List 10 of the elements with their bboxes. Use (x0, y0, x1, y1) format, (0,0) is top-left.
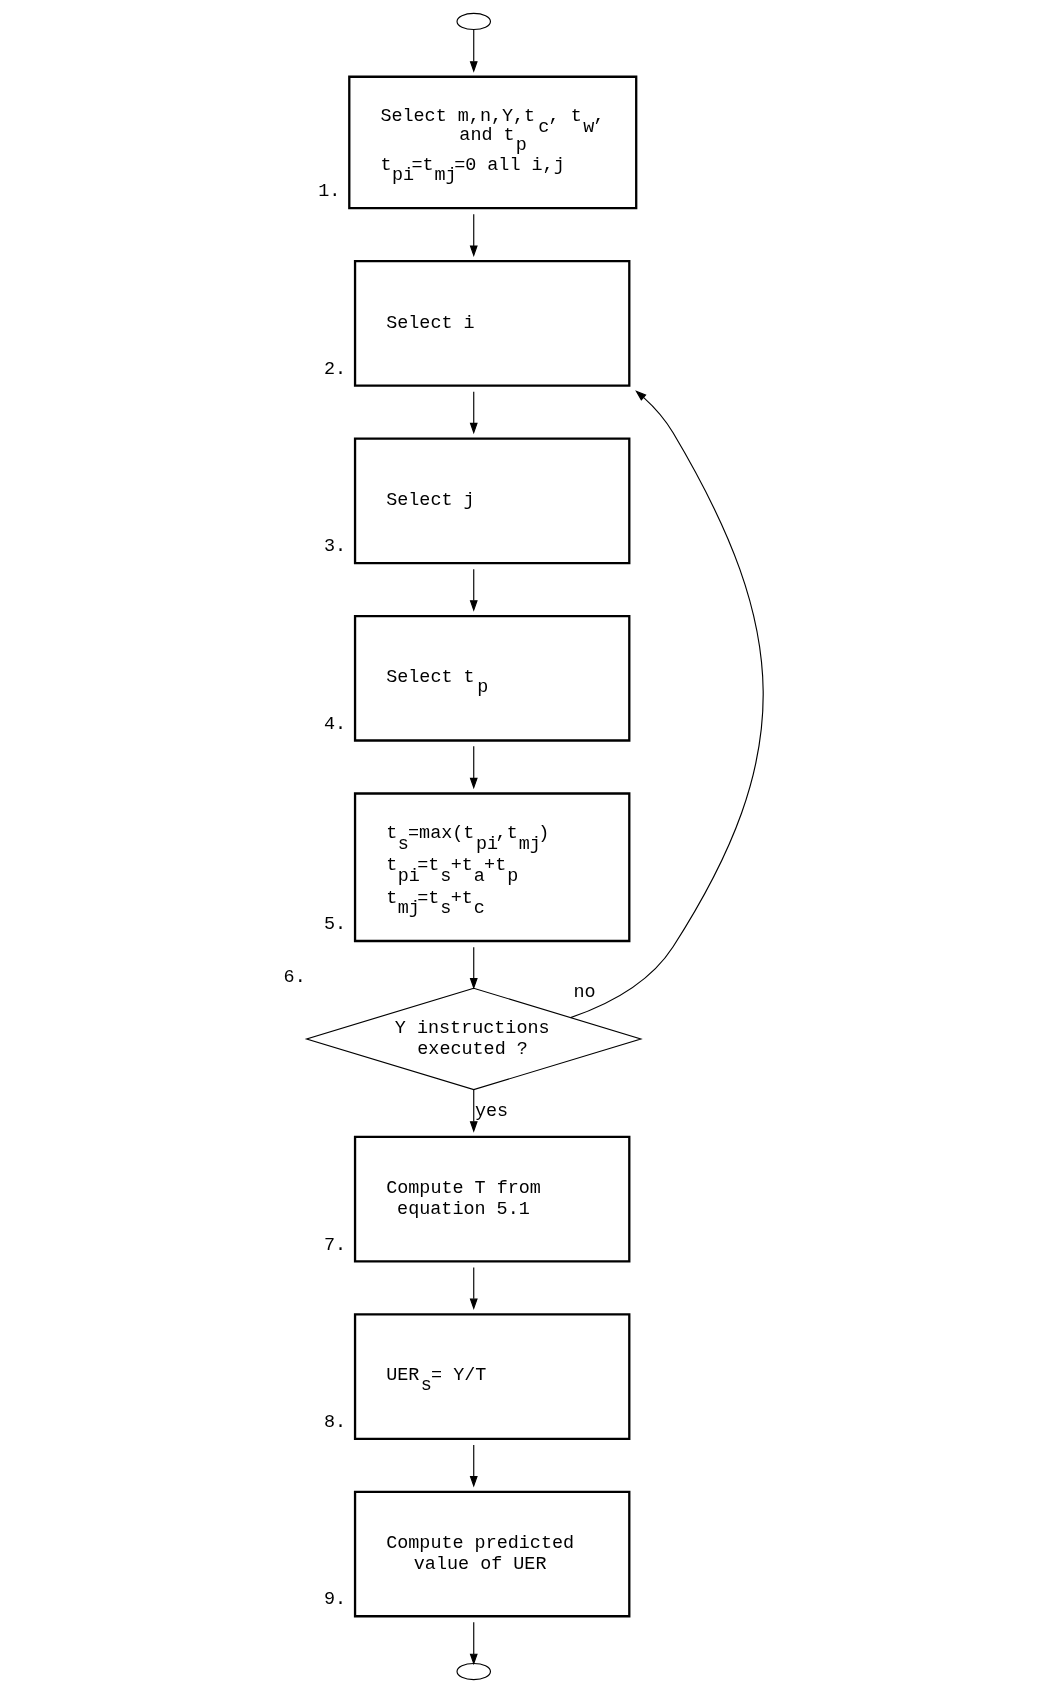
node-label: 9. (323, 1589, 347, 1611)
node-label: 8. (323, 1412, 347, 1434)
node-label: 7. (323, 1234, 347, 1256)
node-label: 3. (323, 536, 347, 558)
node-label: 4. (323, 713, 347, 735)
node-label: 2. (323, 358, 347, 380)
edge-label: yes (474, 1101, 509, 1123)
node-label: 1. (318, 181, 341, 203)
node-label: 6. (283, 967, 306, 989)
node-label: 5. (323, 914, 347, 936)
